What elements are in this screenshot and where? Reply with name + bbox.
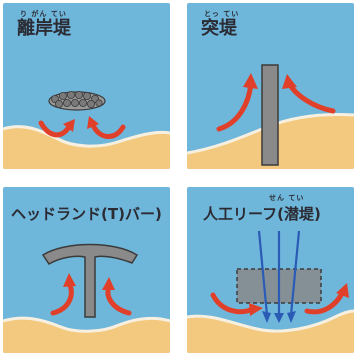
current-arrows-icon — [38, 116, 126, 139]
panel-groin: とっ てい 突堤 — [187, 3, 354, 169]
tetrapod-blocks-icon — [48, 91, 106, 111]
panel-title: 人工リーフ(潜堤) — [203, 205, 321, 223]
panel-title: ヘッドランド(T)バー) — [11, 205, 162, 223]
beach-sand — [3, 126, 170, 169]
t-bar-structure-icon — [41, 243, 139, 318]
groin-illustration — [187, 3, 354, 169]
shoreline — [187, 309, 354, 333]
panel-title: 突堤 — [201, 18, 237, 39]
ruby-reading: せん てい — [269, 194, 305, 202]
ruby-reading: り がん てい — [20, 10, 67, 18]
groin-structure-icon — [261, 64, 279, 166]
shoreline — [3, 125, 170, 148]
current-arrows-icon — [216, 73, 336, 132]
detached-breakwater-illustration — [3, 3, 170, 169]
shoreline — [3, 316, 170, 333]
current-arrows-icon — [210, 283, 349, 316]
current-arrows-icon — [50, 273, 132, 316]
panel-artificial-reef: せん てい 人工リーフ(潜堤) — [187, 187, 354, 353]
panel-detached-breakwater: り がん てい 離岸堤 — [3, 3, 170, 169]
headland-illustration — [3, 187, 170, 353]
artificial-reef-illustration — [187, 187, 354, 353]
panel-headland: ヘッドランド(T)バー) — [3, 187, 170, 353]
ruby-reading: とっ てい — [204, 10, 240, 18]
panel-title: 離岸堤 — [17, 18, 71, 39]
beach-sand — [3, 318, 170, 353]
wave-arrows-icon — [257, 230, 301, 323]
